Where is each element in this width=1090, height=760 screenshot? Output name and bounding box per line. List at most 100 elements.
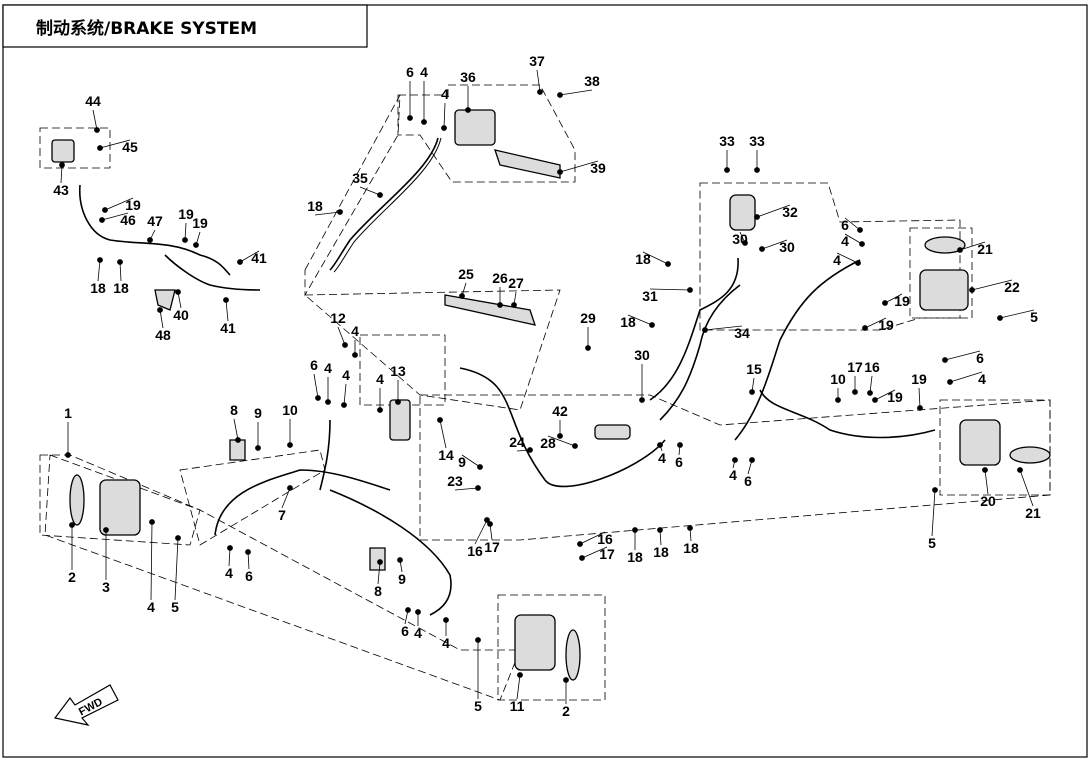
fastener-dot — [677, 442, 683, 448]
callout-label: 30 — [779, 239, 795, 255]
fastener-dot — [585, 345, 591, 351]
fastener-dot — [687, 287, 693, 293]
callout-label: 6 — [744, 473, 752, 489]
fastener-dot — [665, 261, 671, 267]
fastener-dot — [352, 352, 358, 358]
leader-line — [281, 487, 291, 509]
leader-line — [649, 288, 691, 291]
brake-lever-39 — [494, 149, 561, 179]
callout-label: 4 — [376, 371, 384, 387]
callout-label: 24 — [509, 434, 525, 450]
leader-line — [101, 212, 129, 221]
fastener-dot — [557, 169, 563, 175]
callout-label: 6 — [401, 623, 409, 639]
caliper-20 — [959, 419, 1001, 466]
fastener-dot — [69, 522, 75, 528]
callout-label: 16 — [467, 543, 483, 559]
leader-line — [119, 261, 122, 282]
fastener-dot — [732, 457, 738, 463]
fastener-dot — [65, 452, 71, 458]
fastener-dot — [997, 315, 1003, 321]
fastener-dot — [657, 527, 663, 533]
fastener-dot — [149, 519, 155, 525]
fastener-dot — [377, 559, 383, 565]
callout-label: 41 — [251, 250, 267, 266]
fastener-dot — [237, 259, 243, 265]
leader-line — [454, 487, 479, 491]
pad-21-lower — [1009, 446, 1051, 464]
fastener-dot — [377, 192, 383, 198]
callout-label: 43 — [53, 182, 69, 198]
fastener-dot — [477, 464, 483, 470]
leader-line — [999, 309, 1035, 319]
leader-line — [884, 293, 903, 304]
leader-line — [104, 197, 134, 211]
fastener-dot — [475, 637, 481, 643]
leader-line — [642, 251, 669, 265]
fastener-dot — [969, 287, 975, 293]
fastener-dot — [147, 237, 153, 243]
callout-label: 5 — [1030, 309, 1038, 325]
callout-label: 4 — [342, 367, 350, 383]
callout-label: 45 — [122, 139, 138, 155]
callout-label: 13 — [390, 363, 406, 379]
caliper-11 — [514, 614, 556, 671]
callout-label: 6 — [245, 568, 253, 584]
callout-label: 19 — [878, 317, 894, 333]
fastener-dot — [852, 389, 858, 395]
leader-line — [474, 519, 488, 545]
title-box — [2, 4, 368, 48]
fastener-dot — [982, 467, 988, 473]
fastener-dot — [947, 379, 953, 385]
fastener-dot — [484, 517, 490, 523]
leader-line — [228, 547, 231, 567]
leader-line — [581, 546, 608, 559]
fastener-dot — [437, 417, 443, 423]
fastener-dot — [287, 485, 293, 491]
callout-label: 4 — [441, 86, 449, 102]
fastener-dot — [182, 237, 188, 243]
fastener-dot — [175, 289, 181, 295]
leader-line — [233, 418, 239, 441]
leader-line — [971, 279, 1013, 291]
brake-lines — [79, 137, 936, 616]
fastener-dot — [517, 672, 523, 678]
fastener-dot — [557, 433, 563, 439]
leader-line — [984, 469, 989, 495]
fastener-dot — [563, 677, 569, 683]
callout-label: 37 — [529, 53, 545, 69]
leader-line — [959, 241, 986, 251]
leader-line — [756, 204, 791, 218]
leader-line — [359, 186, 381, 196]
leader-line — [225, 299, 229, 322]
callout-label: 9 — [254, 405, 262, 421]
callout-label: 4 — [351, 323, 359, 339]
callout-label: 9 — [398, 571, 406, 587]
callout-label: 26 — [492, 270, 508, 286]
callout-label: 8 — [230, 402, 238, 418]
callout-label: 21 — [1025, 505, 1041, 521]
callout-label: 18 — [113, 280, 129, 296]
fastener-dot — [315, 395, 321, 401]
callout-label: 19 — [192, 215, 208, 231]
line-34 — [659, 284, 741, 421]
fastener-dot — [557, 92, 563, 98]
callout-label: 27 — [508, 275, 524, 291]
fastener-dot — [59, 162, 65, 168]
callout-label: 20 — [980, 493, 996, 509]
callout-label: 40 — [173, 307, 189, 323]
callout-label: 6 — [841, 217, 849, 233]
callout-label: 47 — [147, 213, 163, 229]
callout-label: 8 — [374, 583, 382, 599]
callout-label: 19 — [178, 206, 194, 222]
fastener-dot — [657, 442, 663, 448]
line-24 — [459, 367, 666, 488]
fastener-dot — [537, 89, 543, 95]
fastener-dot — [325, 399, 331, 405]
callout-label: 12 — [330, 310, 346, 326]
callout-label: 6 — [976, 350, 984, 366]
leader-line — [874, 389, 896, 401]
bracket-8-lower — [369, 547, 386, 571]
callout-label: 4 — [833, 252, 841, 268]
